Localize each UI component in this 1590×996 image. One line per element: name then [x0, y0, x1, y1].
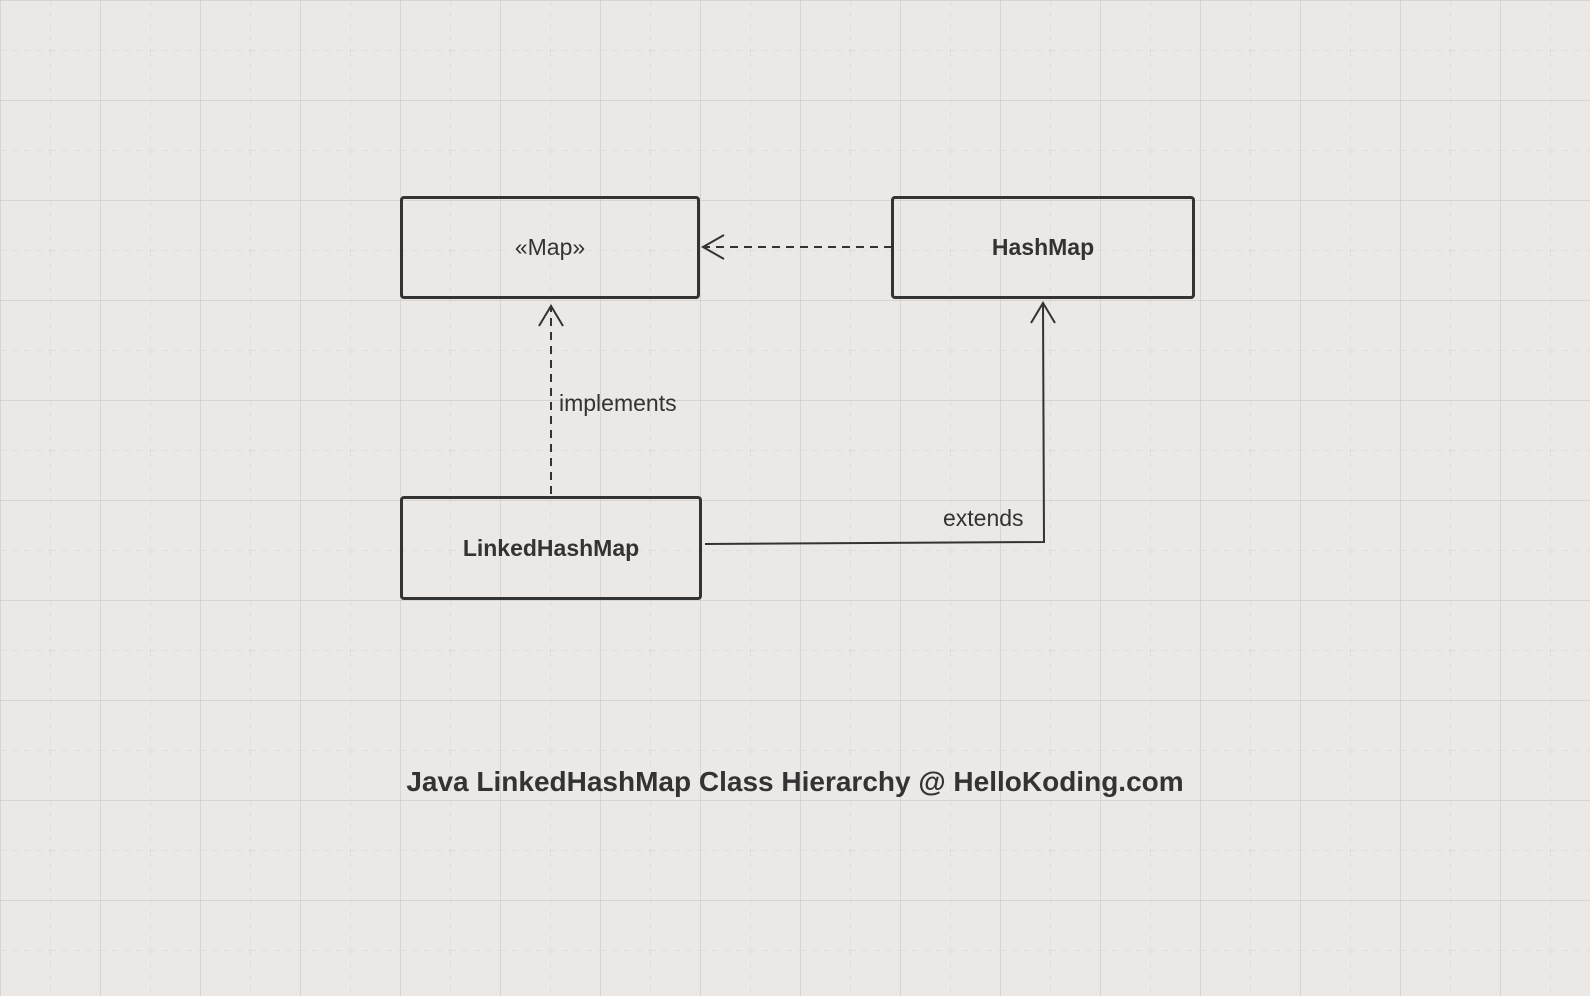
- linkedhashmap-class-node[interactable]: LinkedHashMap: [400, 496, 702, 600]
- extends-edge-label: extends: [943, 505, 1024, 531]
- hashmap-class-node[interactable]: HashMap: [891, 196, 1195, 299]
- linkedhashmap-class-label: LinkedHashMap: [462, 534, 640, 561]
- edge-extends-line: [704, 302, 1046, 545]
- edge-extends-arrowhead: [1030, 301, 1056, 324]
- implements-edge-label: implements: [559, 390, 677, 416]
- map-interface-node[interactable]: «Map»: [400, 196, 700, 299]
- map-interface-label: «Map»: [514, 234, 586, 260]
- edge-hashmap-to-map-arrowhead: [700, 234, 725, 260]
- hashmap-class-label: HashMap: [991, 234, 1095, 260]
- diagram-caption: Java LinkedHashMap Class Hierarchy @ Hel…: [406, 766, 1184, 797]
- edge-implements-arrowhead: [538, 304, 564, 327]
